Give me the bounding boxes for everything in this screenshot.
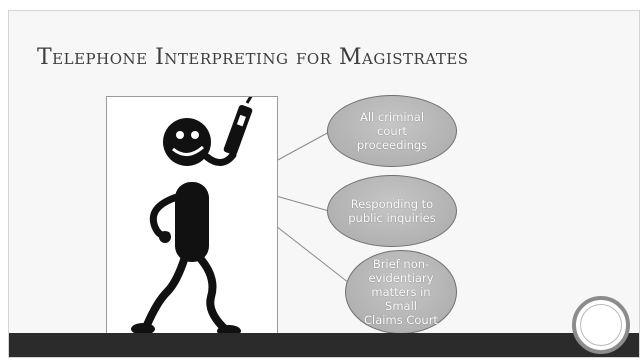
circle-badge-icon	[572, 296, 630, 354]
bubble-line: proceedings	[356, 138, 428, 152]
bubble-line: Responding to	[350, 197, 434, 211]
bubble-line: Claims Court	[364, 313, 438, 327]
bubble-line: public inquiries	[348, 211, 436, 225]
bubble-line: Brief non-	[372, 257, 430, 271]
slide: Telephone Interpreting for Magistrates	[8, 10, 640, 358]
bubble-criminal-proceedings: All criminal court proceedings	[327, 95, 457, 167]
bubble-line: matters in Small	[371, 285, 431, 313]
phone-person-clipart-icon	[131, 97, 253, 337]
bubble-public-inquiries: Responding to public inquiries	[327, 175, 457, 247]
bubble-line: evidentiary	[368, 271, 434, 285]
clipart-figure-frame	[106, 96, 278, 343]
bubble-line: All criminal court	[359, 110, 425, 138]
connector-lines	[275, 130, 350, 284]
slide-title: Telephone Interpreting for Magistrates	[37, 45, 469, 70]
bubble-small-claims: Brief non- evidentiary matters in Small …	[345, 250, 457, 334]
footer-bar	[9, 333, 639, 357]
